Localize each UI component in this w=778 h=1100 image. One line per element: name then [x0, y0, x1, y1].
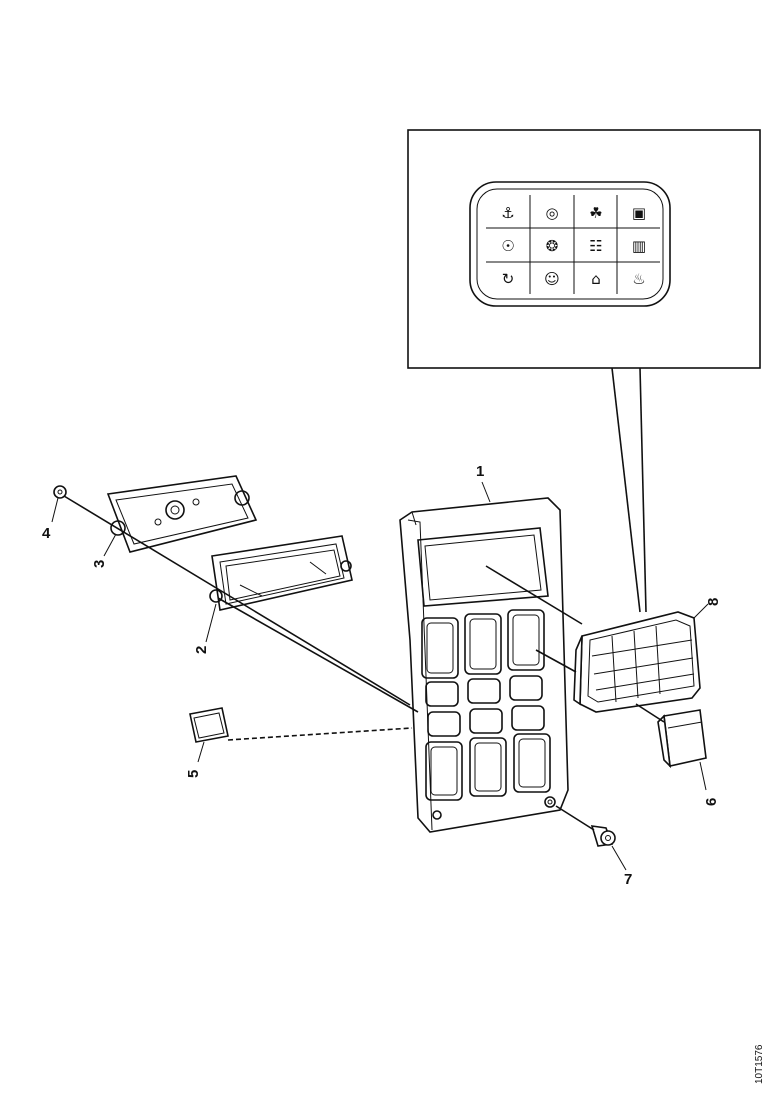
detail-pointer [611, 367, 647, 613]
cruise-icon: ↻ [502, 270, 515, 288]
callout-5: 5 [185, 770, 202, 778]
exhaust-brake-icon: ♨ [632, 270, 645, 288]
screw-part-7 [590, 825, 616, 847]
line-window-8 [485, 565, 583, 625]
axle-lift-icon: ⚓ [501, 204, 514, 222]
trailer-icon: ☘ [589, 204, 602, 222]
callout-8: 8 [705, 598, 722, 606]
driver-icon: ☺ [544, 270, 560, 288]
screw-part-4 [53, 485, 67, 499]
line-screw-4 [63, 495, 411, 706]
detail-grid [486, 195, 660, 294]
brake-icon: ◎ [545, 204, 558, 222]
switch-panel-detail-inner [476, 188, 664, 300]
callout-7: 7 [624, 871, 632, 888]
switch-panel-detail [469, 181, 671, 307]
cab-icon: ⌂ [591, 270, 601, 288]
line-screw-7 [555, 805, 595, 831]
line-switch-8 [535, 649, 577, 673]
drawing-reference: 10T1576 [754, 1044, 765, 1084]
ebs-icon: ▥ [632, 237, 646, 255]
seat-icon: ☷ [589, 237, 602, 255]
retarder-icon: ❂ [546, 237, 559, 255]
detail-inset: ⚓ ◎ ☘ ▣ ☉ ❂ ☷ ▥ ↻ ☺ ⌂ ♨ [407, 129, 761, 369]
switch-module-part-8 [573, 611, 701, 713]
assembly-lines [63, 495, 665, 831]
callout-1: 1 [476, 463, 484, 480]
truck-icon: ▣ [632, 204, 646, 222]
callout-leaders [51, 481, 709, 871]
line-plug-5 [227, 727, 413, 741]
switch-part-6 [657, 709, 707, 769]
detail-box [407, 129, 761, 369]
differential-lock-icon: ☉ [501, 237, 514, 255]
callout-3: 3 [91, 560, 108, 568]
line-switch-6 [635, 703, 665, 723]
callout-4: 4 [42, 525, 51, 542]
line-module-2 [217, 597, 419, 713]
display-window [417, 527, 549, 607]
blank-plug-part-5 [189, 707, 229, 743]
callout-6: 6 [703, 798, 720, 806]
callout-labels: 1 2 3 4 5 6 7 8 [42, 463, 722, 888]
display-module-part-2 [209, 535, 353, 611]
callout-2: 2 [193, 646, 210, 654]
housing-part-3 [106, 475, 258, 553]
main-panel-part-1 [399, 497, 569, 833]
